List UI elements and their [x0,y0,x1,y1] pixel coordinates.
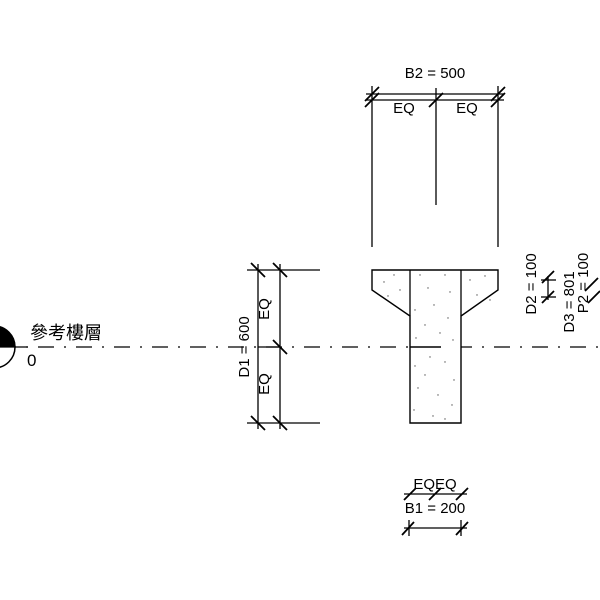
b1-dimension[interactable] [401,487,469,536]
b2-eq-right-label[interactable]: EQ [456,100,478,117]
b2-eq-left-label[interactable]: EQ [393,100,415,117]
d1-dimension[interactable] [247,262,320,431]
d1-eq-top-label[interactable]: EQ [256,298,273,320]
p2-label[interactable]: P2 = 100 [575,253,592,313]
d2-label[interactable]: D2 = 100 [523,253,540,314]
t-beam-section[interactable] [371,269,499,424]
level-name[interactable]: 參考樓層 [30,323,102,343]
d1-label[interactable]: D1 = 600 [236,316,253,377]
b1-label[interactable]: B1 = 200 [405,500,465,517]
d2-dimension[interactable] [541,270,600,304]
b2-dimension[interactable] [364,86,506,247]
d3-label[interactable]: D3 = 801 [561,271,578,332]
level-head-icon[interactable] [0,326,28,368]
b2-label[interactable]: B2 = 500 [405,65,465,82]
concrete-hatch [383,274,491,420]
level-elevation[interactable]: 0 [27,351,36,370]
b1-eq-label[interactable]: EQEQ [413,476,456,493]
d1-eq-bottom-label[interactable]: EQ [256,373,273,395]
